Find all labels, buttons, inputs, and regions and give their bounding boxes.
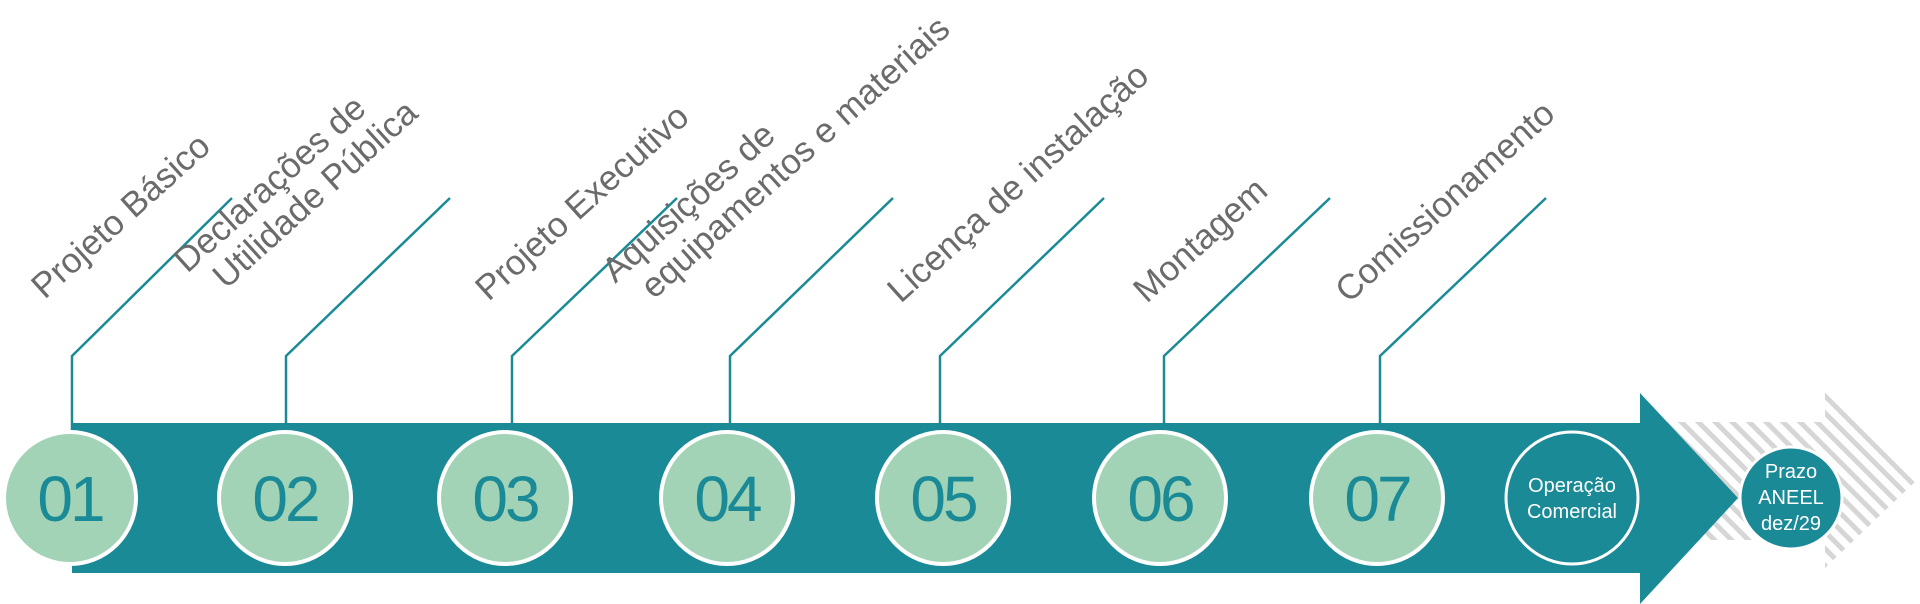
leader-line-06: [1162, 197, 1331, 430]
step-circle-01: 01: [2, 430, 138, 566]
leader-line-02: [284, 197, 451, 430]
leader-line-03: [510, 197, 678, 430]
commercial-operation-line1: Operação: [1528, 475, 1616, 497]
step-circle-04: 04: [659, 430, 795, 566]
step-circle-02: 02: [217, 430, 353, 566]
deadline-line1: Prazo: [1765, 461, 1817, 483]
deadline-line3: dez/29: [1761, 513, 1821, 535]
commercial-operation-circle: Operação Comercial: [1504, 430, 1640, 566]
step-circle-03: 03: [437, 430, 573, 566]
step-number: 05: [910, 463, 976, 535]
step-number: 02: [252, 463, 318, 535]
leader-line-04: [728, 197, 894, 430]
step-number: 07: [1344, 463, 1410, 535]
commercial-operation-line2: Comercial: [1527, 501, 1617, 523]
step-number: 01: [37, 463, 103, 535]
leader-lines: [70, 197, 1547, 430]
step-circle-05: 05: [875, 430, 1011, 566]
leader-line-01: [70, 197, 233, 430]
step-number: 04: [694, 463, 761, 535]
deadline-circle: Prazo ANEEL dez/29: [1738, 445, 1844, 551]
step-circle-07: 07: [1309, 430, 1445, 566]
step-circle-06: 06: [1092, 430, 1228, 566]
leader-line-07: [1378, 197, 1547, 430]
step-number: 03: [472, 463, 538, 535]
step-number: 06: [1127, 463, 1193, 535]
deadline-line2: ANEEL: [1758, 487, 1824, 509]
leader-line-05: [938, 197, 1105, 430]
step-circles: 01 02 03 04 05 06 07: [2, 430, 1445, 566]
